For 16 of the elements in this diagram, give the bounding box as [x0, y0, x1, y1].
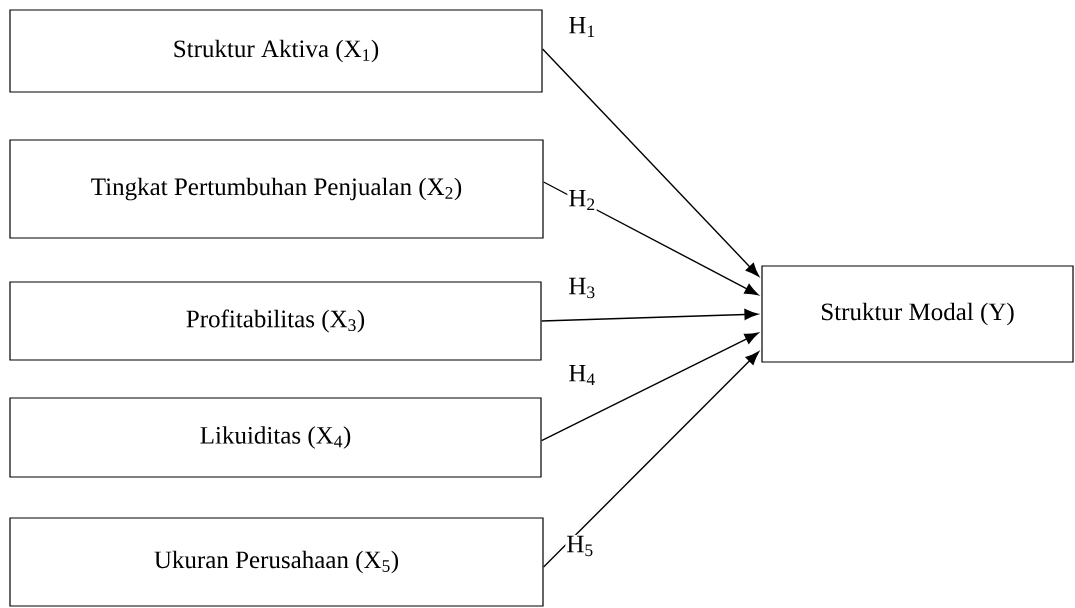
process-box: Ukuran Perusahaan (X$_{5}$)	[9, 517, 544, 607]
process-box: Profitabilitas (X$_{3}$)	[9, 281, 542, 361]
process-box: Struktur Aktiva (X$_{1}$)	[9, 9, 543, 93]
edge-label: H$_{1}$	[567, 15, 597, 39]
edge-label: H$_{2}$	[567, 188, 597, 212]
edge-label: H$_{4}$	[567, 363, 597, 387]
arrow	[541, 48, 760, 277]
process-box: Struktur Modal (Y)	[761, 265, 1074, 363]
process-box: Likuiditas (X$_{4}$)	[9, 397, 542, 478]
arrow	[542, 181, 759, 296]
process-box: Tingkat Pertumbuhan Penjualan (X$_{2}$)	[9, 139, 544, 239]
arrow	[540, 332, 759, 442]
arrow	[540, 309, 759, 322]
edge-label: H$_{3}$	[567, 276, 597, 300]
arrow	[542, 351, 760, 568]
edge-label: H$_{5}$	[565, 534, 595, 558]
